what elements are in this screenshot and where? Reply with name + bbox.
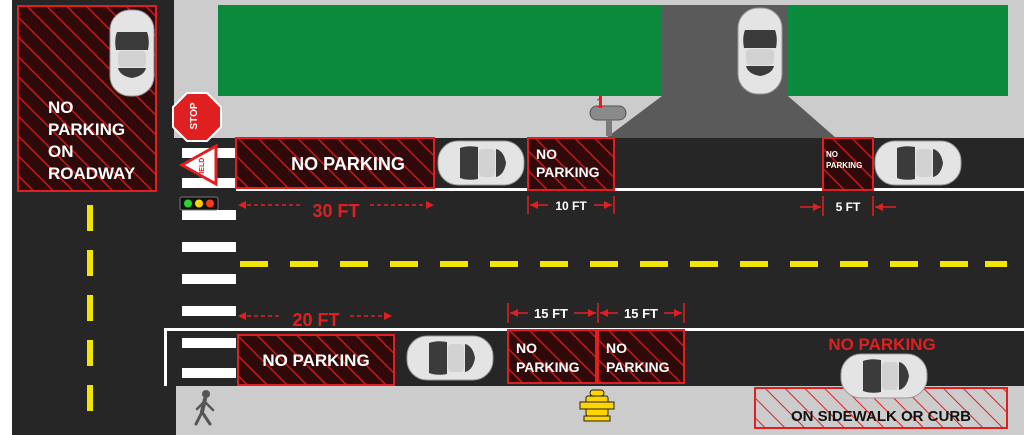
sidewalk-label: ON SIDEWALK OR CURB bbox=[791, 408, 971, 425]
hydrant-right-label-line1: NO bbox=[606, 340, 627, 356]
yield-sign-text: YIELD bbox=[199, 158, 206, 179]
crosswalk-bottom-label: NO PARKING bbox=[262, 351, 369, 370]
traffic-signal-icon bbox=[179, 196, 219, 211]
driveway-label-line2: PARKING bbox=[536, 164, 600, 180]
car-top-1 bbox=[437, 140, 525, 186]
yield-sign-icon: YIELD bbox=[178, 143, 218, 187]
dimension-30ft-label: 30 FT bbox=[312, 201, 359, 221]
sidewalk-heading: NO PARKING bbox=[828, 335, 935, 354]
car-crossstreet bbox=[109, 9, 155, 97]
dimension-10ft: 10 FT bbox=[527, 196, 615, 214]
roadway-label-line4: ROADWAY bbox=[48, 164, 136, 183]
dimension-15ft-right-label: 15 FT bbox=[624, 306, 658, 321]
dimension-15ft-left-label: 15 FT bbox=[534, 306, 568, 321]
dimension-20ft: 20 FT bbox=[238, 310, 392, 330]
roadway-label-line2: PARKING bbox=[48, 120, 125, 139]
dimension-10ft-label: 10 FT bbox=[555, 199, 587, 213]
stop-sign-text: STOP bbox=[189, 102, 200, 129]
no-parking-hydrant-right bbox=[597, 329, 685, 384]
car-top-2 bbox=[874, 140, 962, 186]
no-parking-small bbox=[822, 137, 874, 191]
roadway-label-line3: ON bbox=[48, 142, 74, 161]
dimension-30ft: 30 FT bbox=[238, 201, 434, 221]
dimension-15ft-left: 15 FT bbox=[507, 303, 596, 323]
dimension-5ft-label: 5 FT bbox=[836, 200, 861, 214]
mailbox-number: 1 bbox=[596, 95, 603, 110]
hydrant-left-label-line2: PARKING bbox=[516, 359, 580, 375]
driveway-label-line1: NO bbox=[536, 146, 557, 162]
upper-parking-line bbox=[236, 188, 1024, 191]
mailbox-icon: 1 bbox=[589, 95, 627, 136]
roadway-label-line1: NO bbox=[48, 98, 74, 117]
dimension-20ft-label: 20 FT bbox=[292, 310, 339, 330]
small-label-line2: PARKING bbox=[826, 161, 862, 170]
lawn bbox=[218, 5, 1008, 96]
car-sidewalk bbox=[840, 353, 928, 399]
fire-hydrant-icon bbox=[579, 389, 615, 422]
no-parking-crosswalk-bottom bbox=[237, 334, 395, 386]
stop-sign-icon: STOP bbox=[172, 92, 222, 142]
no-parking-driveway bbox=[527, 137, 615, 191]
hydrant-left-label-line1: NO bbox=[516, 340, 537, 356]
small-label-line1: NO bbox=[826, 150, 838, 159]
no-parking-hydrant-left bbox=[507, 329, 597, 384]
car-driveway bbox=[737, 7, 783, 95]
crosswalk-top-label: NO PARKING bbox=[291, 154, 405, 174]
pedestrian-icon bbox=[194, 390, 215, 426]
car-bottom-1 bbox=[406, 335, 494, 381]
dimension-5ft: 5 FT bbox=[800, 196, 896, 216]
center-line-main bbox=[240, 261, 1007, 267]
dimension-15ft-right: 15 FT bbox=[597, 303, 685, 323]
hydrant-right-label-line2: PARKING bbox=[606, 359, 670, 375]
no-parking-crosswalk-top bbox=[235, 137, 435, 189]
